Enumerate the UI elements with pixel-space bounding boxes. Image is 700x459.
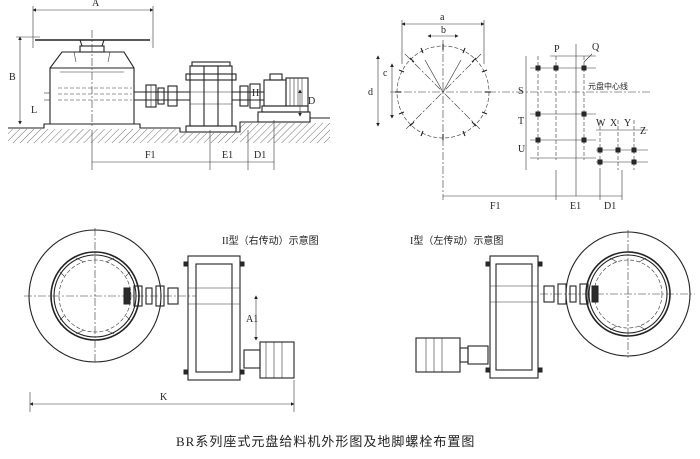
dim-B: B (9, 72, 16, 83)
type1-bolts (485, 261, 543, 373)
dim-Y: Y (624, 118, 631, 129)
type2-plan-view: II型（右传动）示意图 (24, 228, 319, 412)
dim-c: c (383, 68, 388, 79)
dim-D1-elev: D1 (254, 150, 266, 161)
dim-D1-plan: D1 (604, 201, 616, 212)
dim-L: L (31, 105, 37, 116)
dim-b: b (441, 25, 446, 36)
dim-W: W (596, 118, 606, 129)
dim-A1: A1 (246, 314, 258, 325)
dim-a: a (440, 12, 445, 23)
dim-T: T (518, 116, 524, 127)
type1-plan-view: I型（左传动）示意图 (410, 230, 695, 379)
dim-F1-plan: F1 (490, 201, 501, 212)
dim-Q: Q (592, 42, 600, 53)
elevation-view: A B L (8, 0, 330, 170)
dim-F1-elev: F1 (145, 150, 156, 161)
type2-bolts (183, 261, 245, 375)
dim-d: d (368, 87, 373, 98)
dim-E1-plan: E1 (570, 201, 581, 212)
dim-D: D (308, 96, 315, 107)
dim-Z: Z (640, 126, 646, 137)
dim-P: P (554, 44, 560, 55)
drawing-caption: BR系列座式元盘给料机外形图及地脚螺栓布置图 (176, 434, 475, 449)
disc-center-label: 元盘中心线 (588, 81, 628, 91)
dim-E1-elev: E1 (222, 150, 233, 161)
bolt-layout-view: a b d c (368, 12, 650, 212)
dim-H: H (252, 88, 259, 99)
dim-S: S (518, 86, 524, 97)
dim-X: X (610, 118, 618, 129)
dim-K: K (160, 392, 168, 403)
dim-U: U (518, 144, 526, 155)
bolt-marks (395, 44, 491, 140)
type1-label: I型（左传动）示意图 (410, 234, 503, 247)
anchor-bolt-marks (535, 65, 637, 165)
dim-A: A (92, 0, 100, 9)
type2-label: II型（右传动）示意图 (222, 234, 319, 247)
